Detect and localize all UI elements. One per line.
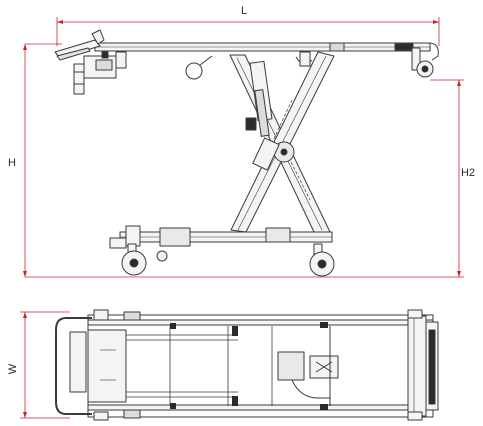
- side-top-right-wheel: [411, 47, 434, 78]
- side-actuator: [245, 60, 273, 137]
- side-bottom-right-wheel: [309, 243, 335, 277]
- dimension-lines: [20, 17, 464, 419]
- top-main-frame: [87, 314, 434, 418]
- side-bottom-frame: [109, 225, 333, 249]
- side-bottom-left-wheel: [121, 243, 147, 276]
- top-head-handle: [55, 317, 92, 415]
- dimension-label-length: L: [241, 5, 247, 17]
- dimension-label-width: W: [7, 363, 19, 374]
- side-bottom-mid-wheel: [156, 250, 168, 262]
- side-view: [54, 29, 439, 277]
- dimension-arrows: [23, 20, 461, 418]
- side-top-frame: [94, 42, 439, 61]
- dimension-label-height: H: [8, 157, 16, 169]
- top-details: [170, 322, 328, 410]
- side-head-section: [54, 29, 127, 95]
- top-wheels: [93, 309, 423, 421]
- dimension-label-height2: H2: [461, 167, 475, 179]
- top-view: [55, 309, 439, 421]
- top-center-mechanism: [277, 326, 339, 406]
- side-pivot-joint: [252, 137, 295, 171]
- top-inner-rails: [126, 326, 273, 406]
- top-foot-end: [407, 315, 439, 417]
- side-hooks: [185, 51, 313, 80]
